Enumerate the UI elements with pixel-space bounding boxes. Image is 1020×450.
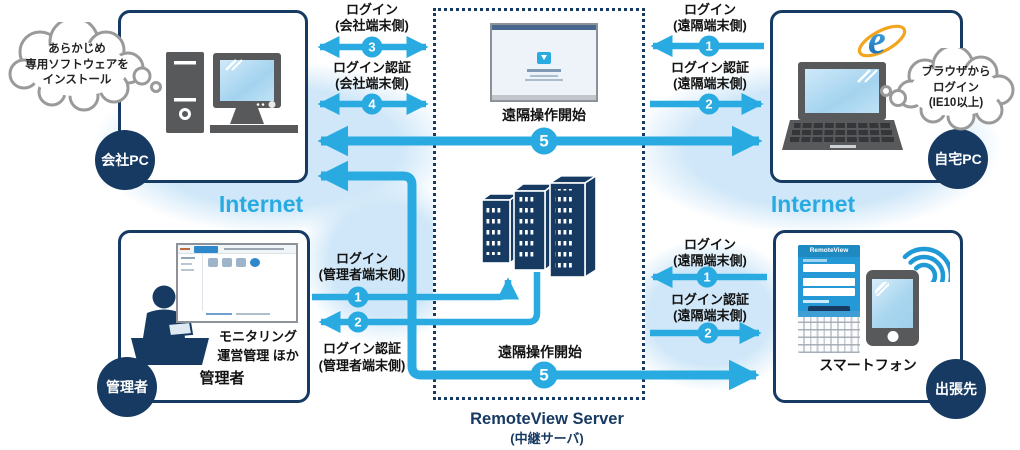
desktop-pc-icon	[166, 52, 298, 133]
company-auth-side: (会社端末側)	[335, 76, 409, 91]
admin-person-icon	[131, 285, 209, 365]
step-badge-5-bottom: 5	[530, 361, 558, 389]
company-auth-label: ログイン認証	[332, 60, 412, 75]
smartphone-label: スマートフォン	[819, 357, 917, 373]
company-note-cloud	[8, 22, 162, 112]
step-badge-2-home: 2	[698, 93, 720, 115]
step-badge-1-home: 1	[698, 35, 720, 57]
trip-login-side: (遠隔端末側)	[673, 253, 747, 268]
step-badge-5-top: 5	[530, 127, 558, 155]
remote-session-window	[490, 23, 598, 102]
home-auth-label: ログイン認証	[670, 60, 750, 75]
wifi-signal-icon	[902, 246, 950, 282]
mobile-password-field	[803, 288, 855, 296]
laptop-icon	[782, 62, 903, 150]
admin-login-label: ログイン	[335, 251, 389, 266]
home-login-label: ログイン	[683, 2, 737, 17]
trip-auth-label: ログイン認証	[670, 292, 750, 307]
server-name-label: RemoteView Server	[470, 410, 624, 428]
step-badge-4: 4	[361, 93, 383, 115]
internet-label-left: Internet	[218, 191, 304, 217]
home-login-side: (遠隔端末側)	[673, 18, 747, 33]
home-note-cloud	[880, 48, 1015, 131]
step-badge-2-admin: 2	[347, 311, 369, 333]
admin-task-line1: モニタリング	[218, 329, 298, 344]
admin-login-side: (管理者端末側)	[318, 267, 406, 282]
trip-circle: 出張先	[926, 359, 986, 419]
home-pc-circle: 自宅PC	[928, 129, 988, 189]
svg-text:e: e	[868, 17, 886, 62]
admin-box-label: 管理者	[199, 370, 245, 387]
server-rack-icon	[479, 175, 599, 279]
step-badge-2-trip: 2	[697, 322, 719, 344]
remoteview-mobile-app: RemoteView	[798, 245, 860, 353]
remoteview-app-icon	[537, 52, 551, 64]
company-login-label: ログイン	[345, 2, 399, 17]
mobile-id-field	[803, 278, 855, 286]
internet-label-right: Internet	[770, 191, 856, 217]
company-pc-circle: 会社PC	[95, 130, 155, 190]
admin-task-line2: 運営管理 ほか	[217, 348, 299, 363]
server-name-sub-label: (中継サーバ)	[510, 431, 584, 446]
session-start-bottom-label: 遠隔操作開始	[498, 344, 582, 360]
admin-auth-side: (管理者端末側)	[318, 358, 406, 373]
step-badge-3: 3	[361, 36, 383, 58]
admin-console-window	[176, 243, 298, 323]
admin-circle: 管理者	[97, 357, 157, 417]
smartphone-icon	[866, 270, 919, 346]
step-badge-1-trip: 1	[696, 266, 718, 288]
mobile-login-field	[803, 264, 855, 272]
company-login-side: (会社端末側)	[335, 18, 409, 33]
admin-auth-label: ログイン認証	[322, 341, 402, 356]
window-titlebar	[492, 25, 596, 30]
home-note-text: ブラウザから ログイン (IE10以上)	[921, 66, 991, 109]
trip-login-label: ログイン	[683, 237, 737, 252]
step-badge-1-admin: 1	[347, 286, 369, 308]
mobile-app-title: RemoteView	[798, 245, 860, 257]
session-start-top-label: 遠隔操作開始	[502, 107, 586, 123]
company-note-text: あらかじめ 専用ソフトウェアを インストール	[25, 43, 129, 86]
trip-auth-side: (遠隔端末側)	[673, 308, 747, 323]
ie-logo-icon: e	[857, 17, 907, 62]
mobile-keyboard	[798, 317, 860, 353]
home-auth-side: (遠隔端末側)	[673, 76, 747, 91]
